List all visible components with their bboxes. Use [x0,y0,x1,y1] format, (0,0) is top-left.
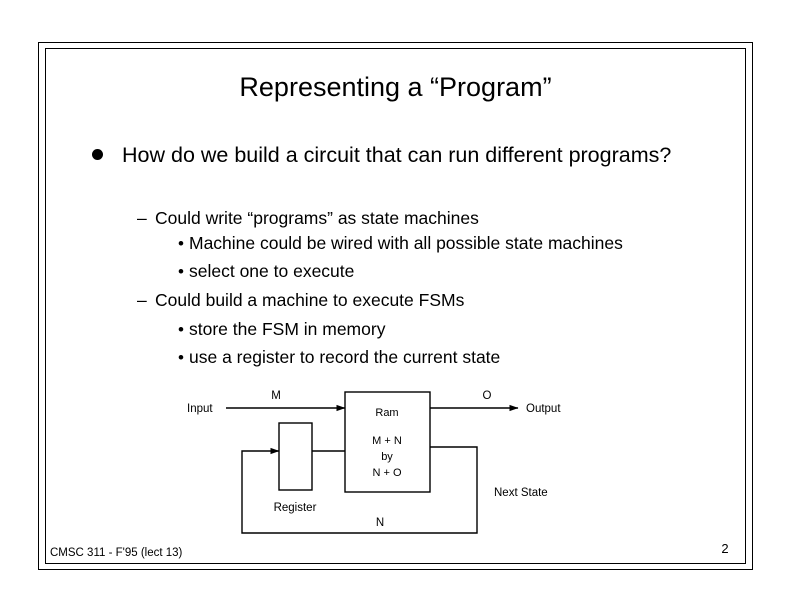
register-label: Register [274,502,317,514]
slide-outer-border [38,42,753,570]
output-label: Output [526,403,561,415]
page-number: 2 [721,541,729,556]
dash-marker-2: – [137,290,147,310]
bullet-level1-text: How do we build a circuit that can run d… [122,143,672,167]
bullet-level2-text-2: Could build a machine to execute FSMs [155,290,465,310]
ram-block [344,391,431,493]
bullet-level2-text-1: Could write “programs” as state machines [155,208,479,228]
o-label: O [483,390,492,402]
n-label: N [376,517,384,529]
bullet-level3-text-1: Machine could be wired with all possible… [189,233,623,253]
bullet-level3-text-2: select one to execute [189,261,355,281]
register-block [278,422,313,491]
m-label: M [271,390,281,402]
fsm-block-diagram: Input M Ram M + N by N + O Register O Ou… [170,380,590,545]
ram-title-label: Ram [375,407,398,419]
bullet-level3-text-3: store the FSM in memory [189,319,386,339]
input-label: Input [187,403,213,415]
bullet-level3-text-4: use a register to record the current sta… [189,347,501,367]
page-title: Representing a “Program” [239,72,552,102]
footer-divider [45,563,746,564]
dash-marker-1: – [137,208,147,228]
next-state-feedback-path [241,446,478,534]
dot-marker-2: • [178,262,184,281]
dot-marker-1: • [178,234,184,253]
ram-capacity-line1: M + N [372,435,402,447]
dot-marker-3: • [178,320,184,339]
ram-capacity-line2: by [381,451,393,463]
ram-capacity-line3: N + O [372,467,401,479]
dot-marker-4: • [178,348,184,367]
next-state-label: Next State [494,487,548,499]
bullet-marker-level1 [92,149,103,160]
footer-course-label: CMSC 311 - F'95 (lect 13) [50,547,183,559]
